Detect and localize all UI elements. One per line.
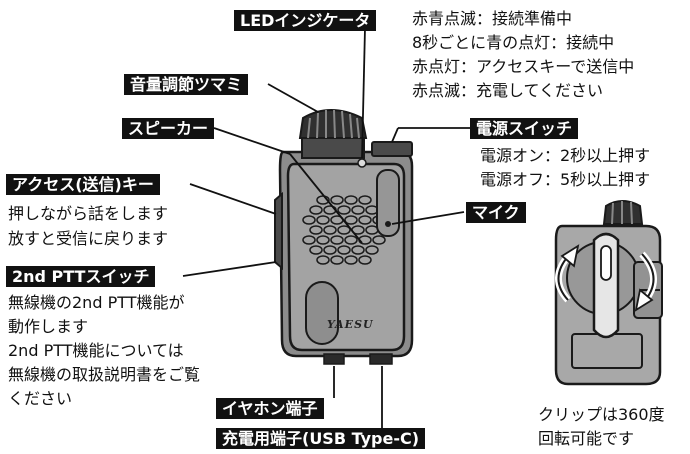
label-earphone-jack: イヤホン端子 [216,398,324,419]
desc-clip-1: クリップは360度 [538,405,665,424]
access-key [274,191,283,271]
label-mic: マイク [466,202,526,223]
desc-access-1: 押しながら話をします [8,204,169,223]
ptt2-button [305,281,339,345]
usb-port [369,353,393,365]
label-charge-port: 充電用端子(USB Type-C) [216,428,426,449]
desc-led-3: 赤点灯：アクセスキーで送信中 [412,57,635,76]
clip-side-view [554,200,663,386]
label-power-switch: 電源スイッチ [470,118,579,139]
volume-knob [298,109,368,159]
power-switch [371,141,413,157]
label-volume-knob: 音量調節ツマミ [124,74,249,95]
desc-ptt2-2: 動作します [8,317,89,336]
desc-led-2: 8秒ごとに青の点灯：接続中 [412,33,615,52]
leader-lines [182,27,470,428]
label-ptt2-switch: 2nd PTTスイッチ [6,266,156,287]
earphone-jack [323,353,345,365]
label-speaker: スピーカー [122,118,215,139]
desc-led-1: 赤青点滅：接続準備中 [412,9,573,28]
desc-led-4: 赤点滅：充電してください [412,81,604,100]
speaker-grille [302,195,393,265]
desc-ptt2-3: 2nd PTT機能については [8,341,184,360]
led-indicator [357,158,367,168]
label-access-key: アクセス(送信)キー [6,174,160,195]
desc-power-2: 電源オフ：5秒以上押す [480,170,651,189]
label-led-indicator: LEDインジケータ [234,10,377,31]
yaesu-logo: YAESU [327,318,374,331]
desc-ptt2-1: 無線機の2nd PTT機能が [8,293,185,312]
desc-ptt2-4: 無線機の取扱説明書をご覧 [8,365,201,384]
mic-hole [385,221,391,227]
desc-access-2: 放すと受信に戻ります [8,229,169,248]
desc-ptt2-5: ください [8,389,73,408]
desc-power-1: 電源オン：2秒以上押す [480,146,651,165]
desc-clip-2: 回転可能です [538,429,635,448]
main-device [274,109,414,365]
